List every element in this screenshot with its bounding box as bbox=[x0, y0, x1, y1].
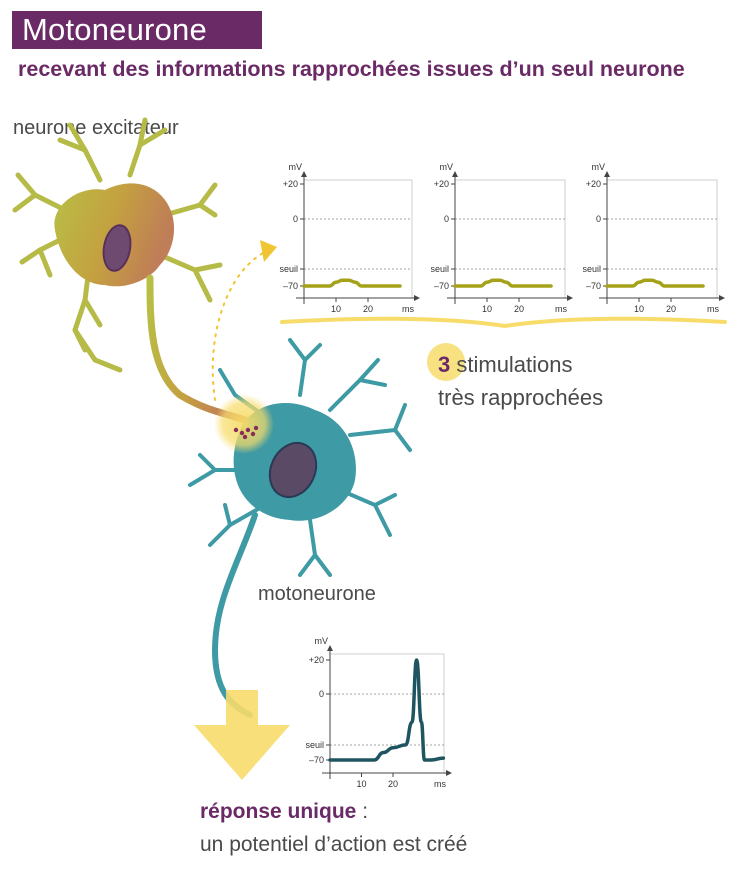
x-tick-label: 10 bbox=[482, 304, 492, 314]
dotted-arrow bbox=[211, 251, 266, 401]
motoneuron-axon bbox=[211, 512, 258, 718]
stimulation-graph-2: +20 0 seuil –70 mV 10 20 ms bbox=[430, 162, 573, 314]
x-tick-label: 10 bbox=[331, 304, 341, 314]
excitatory-neuron-nucleus bbox=[102, 224, 132, 272]
y-tick-label: +20 bbox=[309, 655, 324, 665]
page-subtitle: recevant des informations rapprochées is… bbox=[18, 57, 685, 81]
y-tick-label: seuil bbox=[305, 740, 324, 750]
response-arrow bbox=[194, 690, 290, 780]
y-tick-label: 0 bbox=[319, 689, 324, 699]
dotted-arrow-head bbox=[260, 240, 277, 262]
y-tick-label: seuil bbox=[582, 264, 601, 274]
epsp-curve bbox=[453, 278, 553, 288]
response-label-line2: un potentiel d’action est créé bbox=[200, 833, 468, 856]
y-tick-label: –70 bbox=[434, 281, 449, 291]
graphs-brace bbox=[280, 316, 727, 329]
y-tick-label: 0 bbox=[293, 214, 298, 224]
y-tick-label: –70 bbox=[309, 755, 324, 765]
x-axis-arrow bbox=[719, 295, 725, 301]
synapse-highlight bbox=[214, 394, 274, 454]
y-tick-label: +20 bbox=[283, 179, 298, 189]
y-axis-arrow bbox=[604, 171, 610, 177]
stimulation-label-line2: très rapprochées bbox=[438, 385, 604, 410]
x-axis-arrow bbox=[567, 295, 573, 301]
x-tick-label: 10 bbox=[356, 779, 366, 789]
label-motor-neuron: motoneurone bbox=[258, 583, 376, 605]
x-tick-label: 20 bbox=[666, 304, 676, 314]
graph-frame bbox=[606, 179, 718, 299]
y-unit-label: mV bbox=[592, 162, 606, 172]
motoneuron-dendrites bbox=[188, 338, 412, 577]
label-excitatory-neuron: neurone excitateur bbox=[13, 117, 179, 139]
synapse-vesicles bbox=[233, 425, 259, 440]
y-tick-label: –70 bbox=[283, 281, 298, 291]
y-tick-label: +20 bbox=[434, 179, 449, 189]
graph-frame bbox=[303, 179, 413, 299]
motoneuron-nucleus bbox=[268, 441, 318, 499]
action-potential-curve bbox=[328, 658, 446, 762]
x-axis-arrow bbox=[414, 295, 420, 301]
graph-frame bbox=[454, 179, 566, 299]
x-axis-arrow bbox=[446, 770, 452, 776]
y-tick-label: 0 bbox=[444, 214, 449, 224]
stimulation-graph-3: +20 0 seuil –70 mV 10 20 ms bbox=[582, 162, 725, 314]
y-axis-arrow bbox=[452, 171, 458, 177]
x-unit-label: ms bbox=[707, 304, 719, 314]
y-axis-arrow bbox=[327, 645, 333, 651]
page-title: Motoneurone bbox=[22, 12, 207, 47]
x-unit-label: ms bbox=[555, 304, 567, 314]
y-tick-label: 0 bbox=[596, 214, 601, 224]
y-tick-label: +20 bbox=[586, 179, 601, 189]
x-unit-label: ms bbox=[434, 779, 446, 789]
x-tick-label: 10 bbox=[634, 304, 644, 314]
title-banner bbox=[12, 11, 262, 49]
stimulation-graph-1: +20 0 seuil –70 mV 10 20 ms bbox=[279, 162, 420, 314]
x-tick-label: 20 bbox=[363, 304, 373, 314]
stimulation-text: stimulations bbox=[450, 352, 573, 377]
response-colon: : bbox=[356, 800, 369, 823]
x-unit-label: ms bbox=[402, 304, 414, 314]
stimulation-label-line1: 3 stimulations bbox=[438, 352, 573, 378]
y-unit-label: mV bbox=[289, 162, 303, 172]
response-strong: réponse unique bbox=[200, 800, 357, 823]
y-unit-label: mV bbox=[440, 162, 454, 172]
epsp-curve bbox=[605, 278, 705, 288]
graph-frame bbox=[329, 653, 445, 774]
y-tick-label: seuil bbox=[279, 264, 298, 274]
stim-count: 3 bbox=[438, 352, 451, 377]
x-tick-label: 20 bbox=[514, 304, 524, 314]
y-unit-label: mV bbox=[315, 636, 329, 646]
y-tick-label: –70 bbox=[586, 281, 601, 291]
stim-count-highlight bbox=[427, 343, 465, 381]
y-axis-arrow bbox=[301, 171, 307, 177]
excitatory-neuron-dendrites bbox=[12, 117, 223, 373]
y-tick-label: seuil bbox=[430, 264, 449, 274]
x-tick-label: 20 bbox=[388, 779, 398, 789]
epsp-curve bbox=[302, 278, 402, 288]
response-label-line1: réponse unique : bbox=[200, 800, 368, 824]
response-graph: +20 0 seuil –70 mV 10 20 ms bbox=[305, 636, 452, 789]
